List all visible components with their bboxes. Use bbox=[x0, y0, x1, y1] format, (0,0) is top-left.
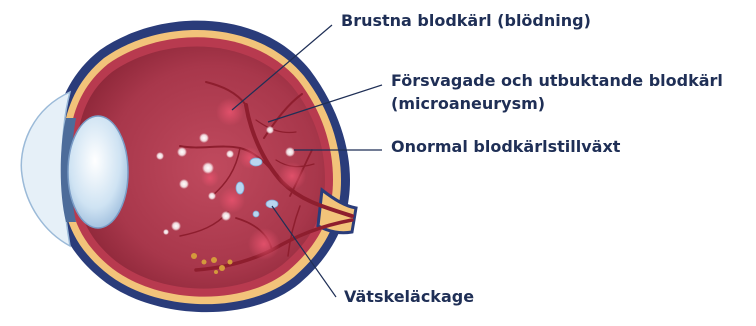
label-microaneurysm-term: (microaneurysm) bbox=[391, 94, 545, 114]
label-hemorrhage: Brustna blodkärl (blödning) bbox=[341, 11, 591, 31]
lens bbox=[68, 116, 128, 228]
label-fluid-leakage: Vätskeläckage bbox=[344, 287, 474, 307]
label-neovascularization: Onormal blodkärlstillväxt bbox=[391, 137, 620, 157]
label-microaneurysm: Försvagade och utbuktande blodkärl bbox=[391, 71, 723, 91]
